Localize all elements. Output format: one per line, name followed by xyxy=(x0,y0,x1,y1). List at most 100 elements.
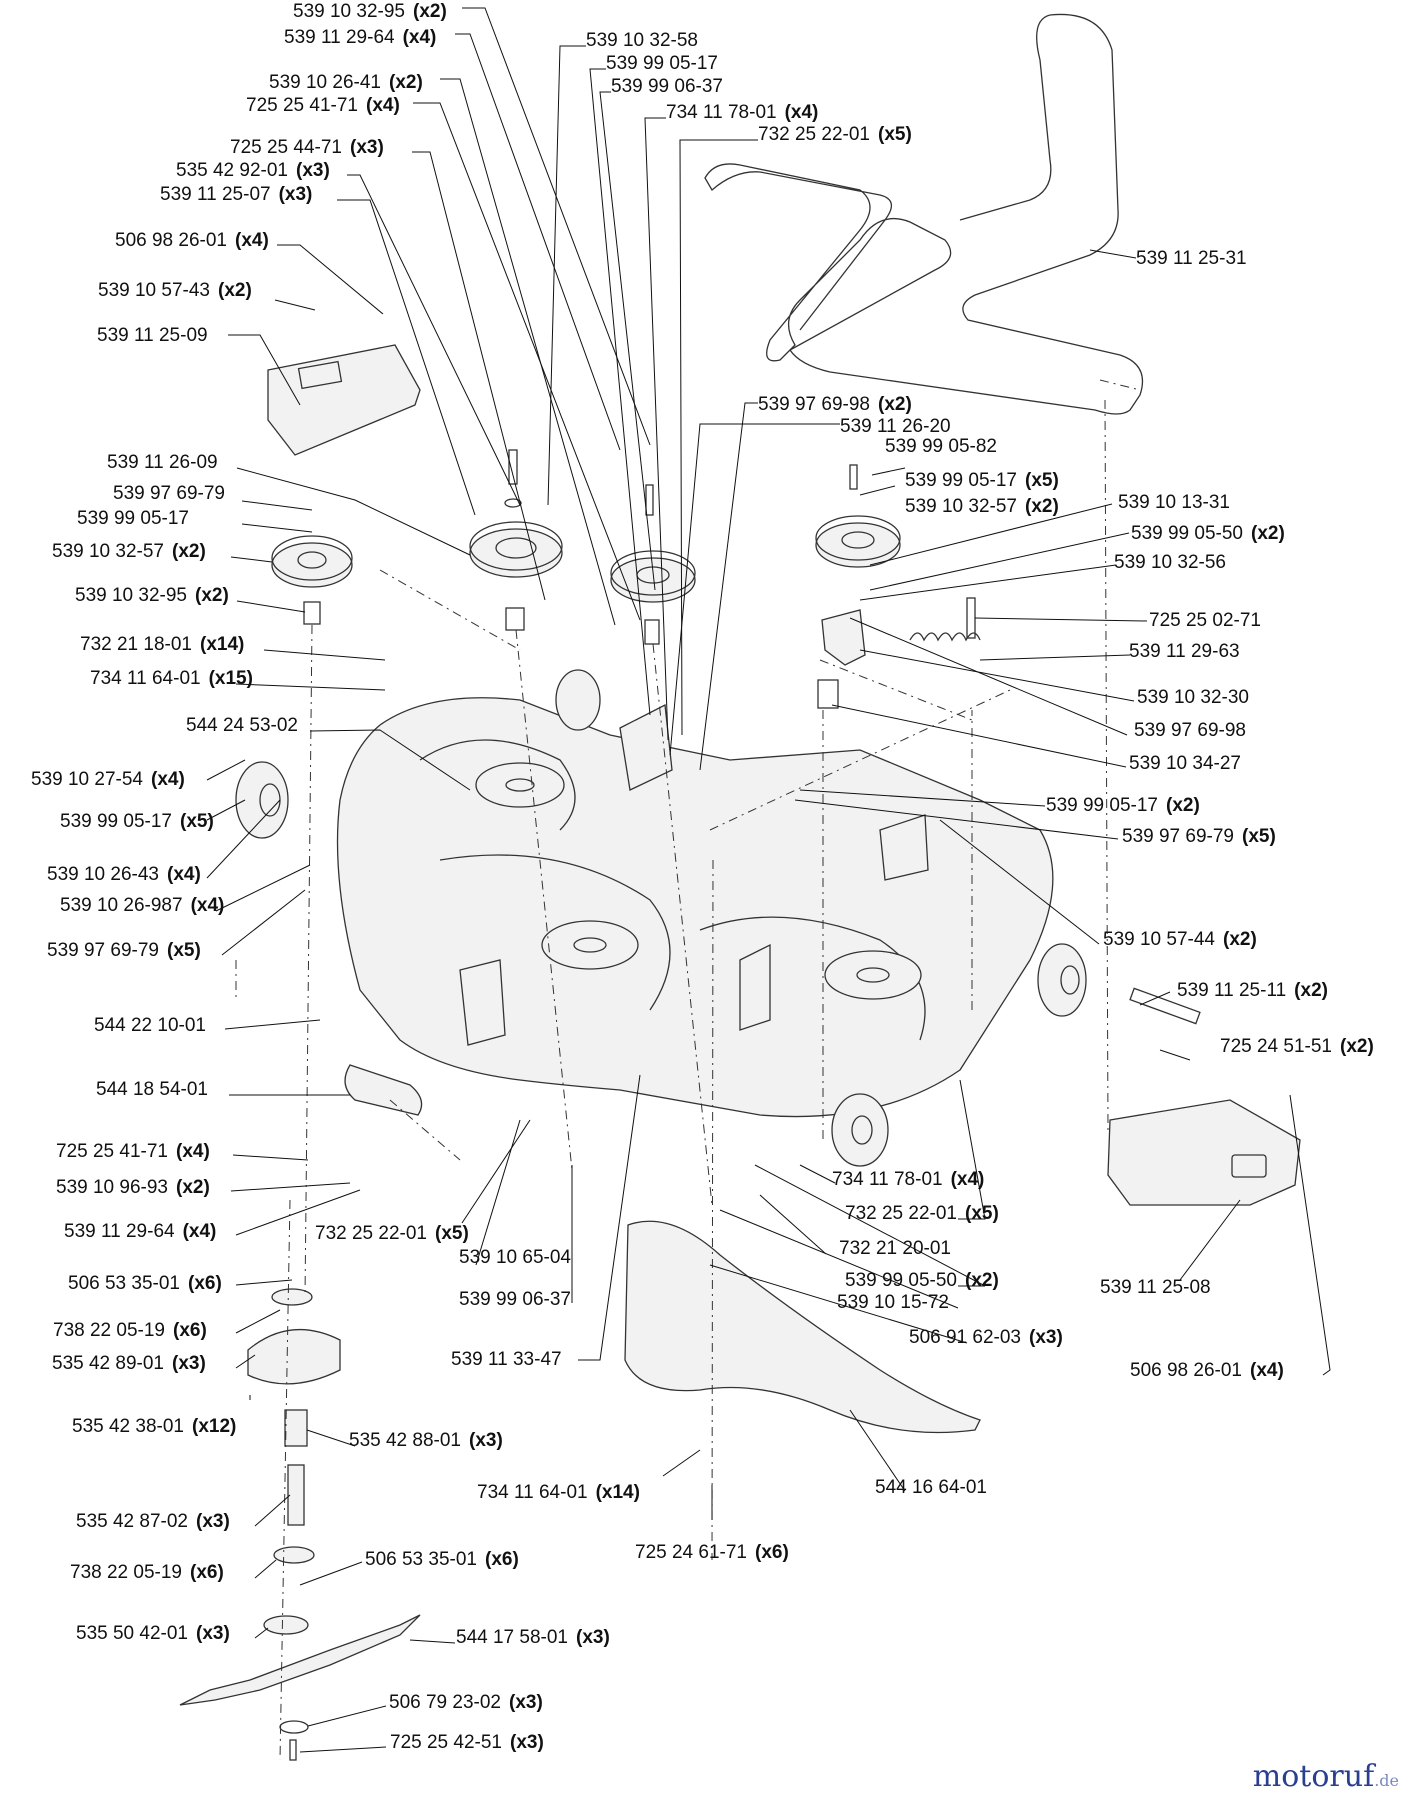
part-number: 539 11 29-64 xyxy=(284,27,395,48)
part-number: 539 10 32-58 xyxy=(586,30,698,51)
callout-label: 539 11 25-31 xyxy=(1136,248,1247,269)
callout-label: 544 18 54-01 xyxy=(96,1079,208,1100)
callout-label: 539 11 29-64(x4) xyxy=(64,1221,216,1242)
part-number: 539 10 32-57 xyxy=(52,541,164,562)
callout-label: 535 50 42-01(x3) xyxy=(76,1623,230,1644)
callout-label: 539 99 05-50(x2) xyxy=(845,1270,999,1291)
part-quantity: (x5) xyxy=(167,940,201,961)
callout-label: 539 99 05-17(x5) xyxy=(905,470,1059,491)
callout-label: 725 25 44-71(x3) xyxy=(230,137,384,158)
part-quantity: (x3) xyxy=(196,1511,230,1532)
callout-label: 725 24 61-71(x6) xyxy=(635,1542,789,1563)
part-number: 539 10 32-56 xyxy=(1114,552,1226,573)
callout-label: 539 10 26-987(x4) xyxy=(60,895,224,916)
callout-label: 544 22 10-01 xyxy=(94,1015,206,1036)
part-quantity: (x6) xyxy=(485,1549,519,1570)
part-number: 725 25 44-71 xyxy=(230,137,342,158)
part-number: 539 99 05-17 xyxy=(60,811,172,832)
part-number: 734 11 64-01 xyxy=(90,668,201,689)
part-number: 734 11 64-01 xyxy=(477,1482,588,1503)
part-number: 535 42 38-01 xyxy=(72,1416,184,1437)
callout-label: 539 11 25-09 xyxy=(97,325,208,346)
part-quantity: (x5) xyxy=(435,1223,469,1244)
part-number: 539 11 25-31 xyxy=(1136,248,1247,269)
part-number: 539 10 15-72 xyxy=(837,1292,949,1313)
part-quantity: (x5) xyxy=(1242,826,1276,847)
part-number: 539 10 57-44 xyxy=(1103,929,1215,950)
deck-plate xyxy=(624,1220,981,1434)
gauge-wheel-left xyxy=(235,761,289,839)
callout-label: 535 42 38-01(x12) xyxy=(72,1416,236,1437)
brand-tld: .de xyxy=(1374,1771,1399,1790)
part-number: 539 97 69-79 xyxy=(1122,826,1234,847)
callout-label: 732 25 22-01(x5) xyxy=(845,1203,999,1224)
part-quantity: (x3) xyxy=(172,1353,206,1374)
callout-label: 738 22 05-19(x6) xyxy=(53,1320,207,1341)
callout-label: 539 11 25-11(x2) xyxy=(1177,980,1328,1001)
part-number: 539 97 69-98 xyxy=(758,394,870,415)
callout-label: 506 98 26-01(x4) xyxy=(115,230,269,251)
callout-label: 539 10 32-58 xyxy=(586,30,698,51)
pulley-center xyxy=(610,484,696,645)
part-number: 539 11 25-08 xyxy=(1100,1277,1211,1298)
spindle-housing xyxy=(247,1329,341,1385)
part-quantity: (x6) xyxy=(190,1562,224,1583)
part-number: 725 24 61-71 xyxy=(635,1542,747,1563)
callout-label: 539 10 32-95(x2) xyxy=(293,1,447,22)
callout-label: 539 10 96-93(x2) xyxy=(56,1177,210,1198)
mower-blade xyxy=(179,1614,421,1706)
part-number: 539 10 26-41 xyxy=(269,72,381,93)
deck-spindle-center xyxy=(541,920,639,970)
part-number: 539 99 05-50 xyxy=(1131,523,1243,544)
callout-label: 539 10 13-31 xyxy=(1118,492,1230,513)
deck-spindle-left xyxy=(475,762,565,808)
callout-label: 732 21 20-01 xyxy=(839,1238,951,1259)
part-number: 539 10 13-31 xyxy=(1118,492,1230,513)
part-quantity: (x2) xyxy=(965,1270,999,1291)
callout-label: 506 98 26-01 (x4) xyxy=(1130,1360,1284,1381)
part-quantity: (x2) xyxy=(389,72,423,93)
callout-label: 725 24 51-51(x2) xyxy=(1220,1036,1374,1057)
part-quantity: (x3) xyxy=(279,184,313,205)
part-number: 732 25 22-01 xyxy=(315,1223,427,1244)
callout-label: 535 42 87-02(x3) xyxy=(76,1511,230,1532)
part-quantity: (x4) xyxy=(176,1141,210,1162)
part-number: 539 97 69-79 xyxy=(47,940,159,961)
gauge-wheel-right xyxy=(1037,943,1087,1017)
part-quantity: (x4) xyxy=(151,769,185,790)
callout-label: 725 25 41-71(x4) xyxy=(246,95,400,116)
part-quantity: (x14) xyxy=(596,1482,640,1503)
part-number: 506 53 35-01 xyxy=(365,1549,477,1570)
callout-label: 539 99 05-17 xyxy=(606,53,718,74)
callout-label: 535 42 92-01(x3) xyxy=(176,160,330,181)
callout-label: 539 99 05-50(x2) xyxy=(1131,523,1285,544)
part-quantity: (x2) xyxy=(1223,929,1257,950)
callout-label: 539 10 26-43(x4) xyxy=(47,864,201,885)
part-quantity: (x5) xyxy=(878,124,912,145)
part-quantity: (x5) xyxy=(965,1203,999,1224)
callout-label: 539 97 69-79 (x5) xyxy=(1122,826,1276,847)
pulley-right xyxy=(815,464,901,568)
part-quantity: (x2) xyxy=(1294,980,1328,1001)
part-quantity: (x2) xyxy=(218,280,252,301)
part-quantity: (x4) xyxy=(1250,1360,1284,1381)
part-number: 506 98 26-01 xyxy=(1130,1360,1242,1381)
pulley-center-left xyxy=(469,449,563,631)
callout-label: 544 16 64-01 xyxy=(875,1477,987,1498)
part-number: 539 11 29-64 xyxy=(64,1221,175,1242)
callout-label: 725 25 02-71 xyxy=(1149,610,1261,631)
part-number: 539 99 06-37 xyxy=(459,1289,571,1310)
callout-label: 725 25 42-51(x3) xyxy=(390,1732,544,1753)
part-quantity: (x2) xyxy=(413,1,447,22)
part-number: 544 17 58-01 xyxy=(456,1627,568,1648)
part-quantity: (x2) xyxy=(878,394,912,415)
callout-label: 539 97 69-79 xyxy=(113,483,225,504)
part-quantity: (x5) xyxy=(180,811,214,832)
anti-scalp-roller xyxy=(344,1064,423,1116)
callout-label: 539 97 69-98 xyxy=(1134,720,1246,741)
callout-label: 539 97 69-98 (x2) xyxy=(758,394,912,415)
part-quantity: (x3) xyxy=(196,1623,230,1644)
part-quantity: (x4) xyxy=(191,895,225,916)
part-number: 539 99 06-37 xyxy=(611,76,723,97)
callout-label: 539 99 06-37 xyxy=(611,76,723,97)
